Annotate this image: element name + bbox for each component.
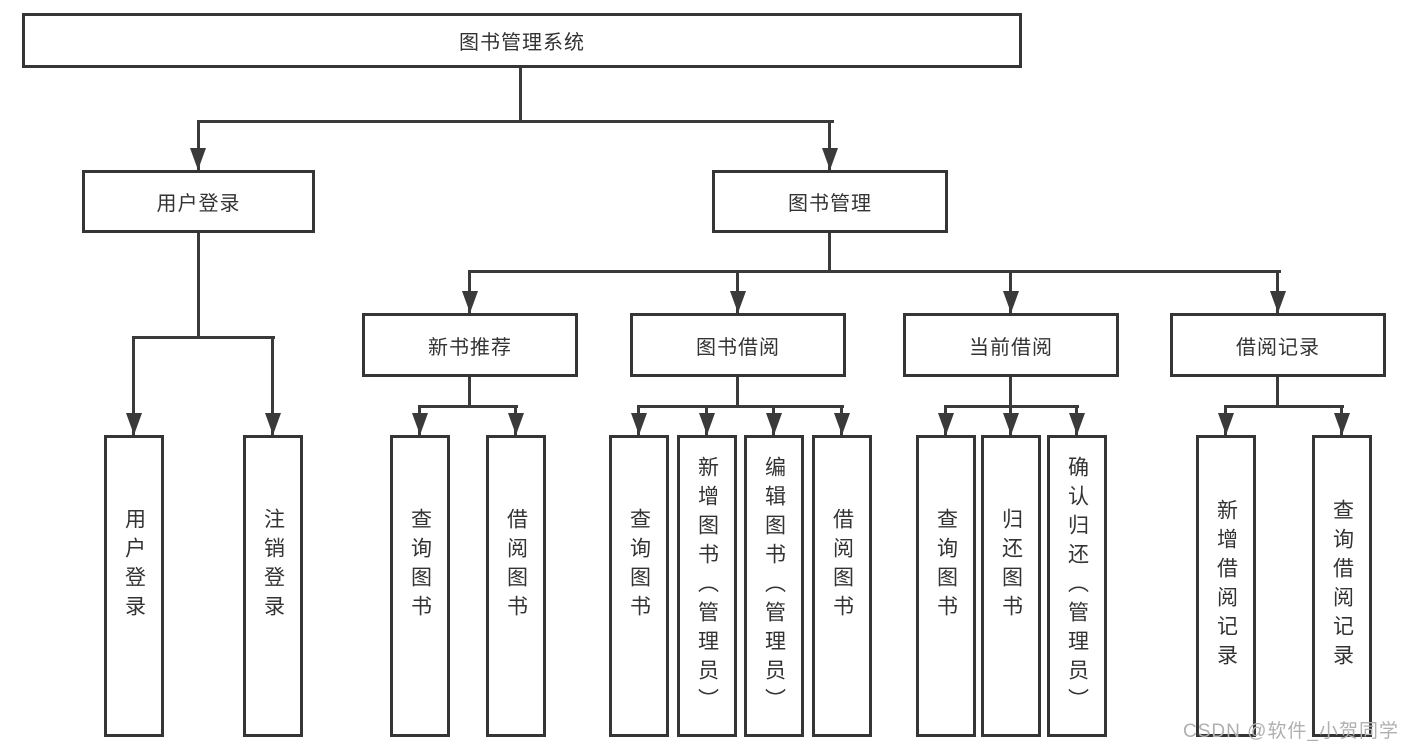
leaf-label: 新增借阅记录: [1214, 499, 1238, 673]
node-user-login: 用户登录: [82, 170, 315, 233]
arrowhead: [265, 413, 281, 435]
leaf-newbooks-borrow-books: 借阅图书: [486, 435, 546, 737]
node-label: 图书管理: [788, 193, 872, 215]
arrowhead: [631, 413, 647, 435]
node-book-management: 图书管理: [712, 170, 948, 233]
leaf-label: 借阅图书: [504, 508, 528, 624]
leaf-logout: 注销登录: [243, 435, 303, 737]
node-label: 用户登录: [156, 193, 241, 215]
arrowhead: [126, 413, 142, 435]
arrowhead: [1334, 413, 1350, 435]
leaf-borrow-borrow-books: 借阅图书: [812, 435, 872, 737]
arrowhead: [834, 413, 850, 435]
arrowhead: [699, 413, 715, 435]
arrowhead: [730, 291, 746, 313]
node-library-system: 图书管理系统: [22, 13, 1022, 68]
connector-line: [197, 233, 200, 339]
arrowhead: [1069, 413, 1085, 435]
leaf-label: 注销登录: [261, 508, 285, 624]
connector-line: [468, 270, 1281, 273]
leaf-label: 借阅图书: [830, 508, 854, 624]
arrowhead: [1003, 413, 1019, 435]
node-new-book-recommend: 新书推荐: [362, 313, 578, 377]
node-label: 借阅记录: [1236, 336, 1320, 359]
arrowhead: [1270, 291, 1286, 313]
arrowhead: [822, 148, 838, 170]
arrowhead: [938, 413, 954, 435]
connector-line: [132, 336, 275, 339]
leaf-label: 查询图书: [627, 508, 651, 624]
arrowhead: [766, 413, 782, 435]
node-current-borrow: 当前借阅: [903, 313, 1119, 377]
connector-line: [1276, 377, 1279, 408]
leaf-borrow-add-books-admin: 新增图书（管理员）: [677, 435, 737, 737]
connector-line: [132, 336, 135, 435]
connector-line: [736, 377, 739, 408]
connector-line: [271, 336, 274, 435]
arrowhead: [190, 148, 206, 170]
leaf-current-confirm-return-admin: 确认归还（管理员）: [1047, 435, 1107, 737]
leaf-label: 编辑图书（管理员）: [762, 455, 786, 717]
arrowhead: [412, 413, 428, 435]
connector-line: [1224, 405, 1344, 408]
leaf-current-return-books: 归还图书: [981, 435, 1041, 737]
leaf-label: 确认归还（管理员）: [1065, 455, 1089, 717]
connector-line: [519, 68, 522, 123]
node-label: 图书借阅: [696, 336, 780, 359]
node-book-borrow: 图书借阅: [630, 313, 846, 377]
leaf-newbooks-query-books: 查询图书: [390, 435, 450, 737]
node-label: 当前借阅: [969, 336, 1053, 359]
connector-line: [197, 120, 200, 170]
leaf-user-login: 用户登录: [104, 435, 164, 737]
leaf-borrow-edit-books-admin: 编辑图书（管理员）: [744, 435, 804, 737]
arrowhead: [508, 413, 524, 435]
connector-line: [468, 377, 471, 408]
connector-line: [197, 120, 834, 123]
leaf-records-query-record: 查询借阅记录: [1312, 435, 1372, 737]
leaf-current-query-books: 查询图书: [916, 435, 976, 737]
node-label: 图书管理系统: [459, 32, 585, 54]
csdn-watermark: CSDN @软件_小贺同学: [1183, 721, 1399, 742]
connector-line: [418, 405, 518, 408]
arrowhead: [1218, 413, 1234, 435]
leaf-label: 查询借阅记录: [1330, 499, 1354, 673]
leaf-label: 归还图书: [999, 508, 1023, 624]
connector-line: [637, 405, 844, 408]
leaf-label: 查询图书: [934, 508, 958, 624]
arrowhead: [1003, 291, 1019, 313]
leaf-label: 用户登录: [122, 508, 146, 624]
connector-line: [1009, 377, 1012, 408]
node-label: 新书推荐: [428, 336, 512, 359]
node-borrow-records: 借阅记录: [1170, 313, 1386, 377]
connector-line: [828, 120, 831, 170]
leaf-label: 查询图书: [408, 508, 432, 624]
leaf-borrow-query-books: 查询图书: [609, 435, 669, 737]
leaf-label: 新增图书（管理员）: [695, 455, 719, 717]
leaf-records-add-record: 新增借阅记录: [1196, 435, 1256, 737]
arrowhead: [462, 291, 478, 313]
connector-line: [828, 233, 831, 273]
